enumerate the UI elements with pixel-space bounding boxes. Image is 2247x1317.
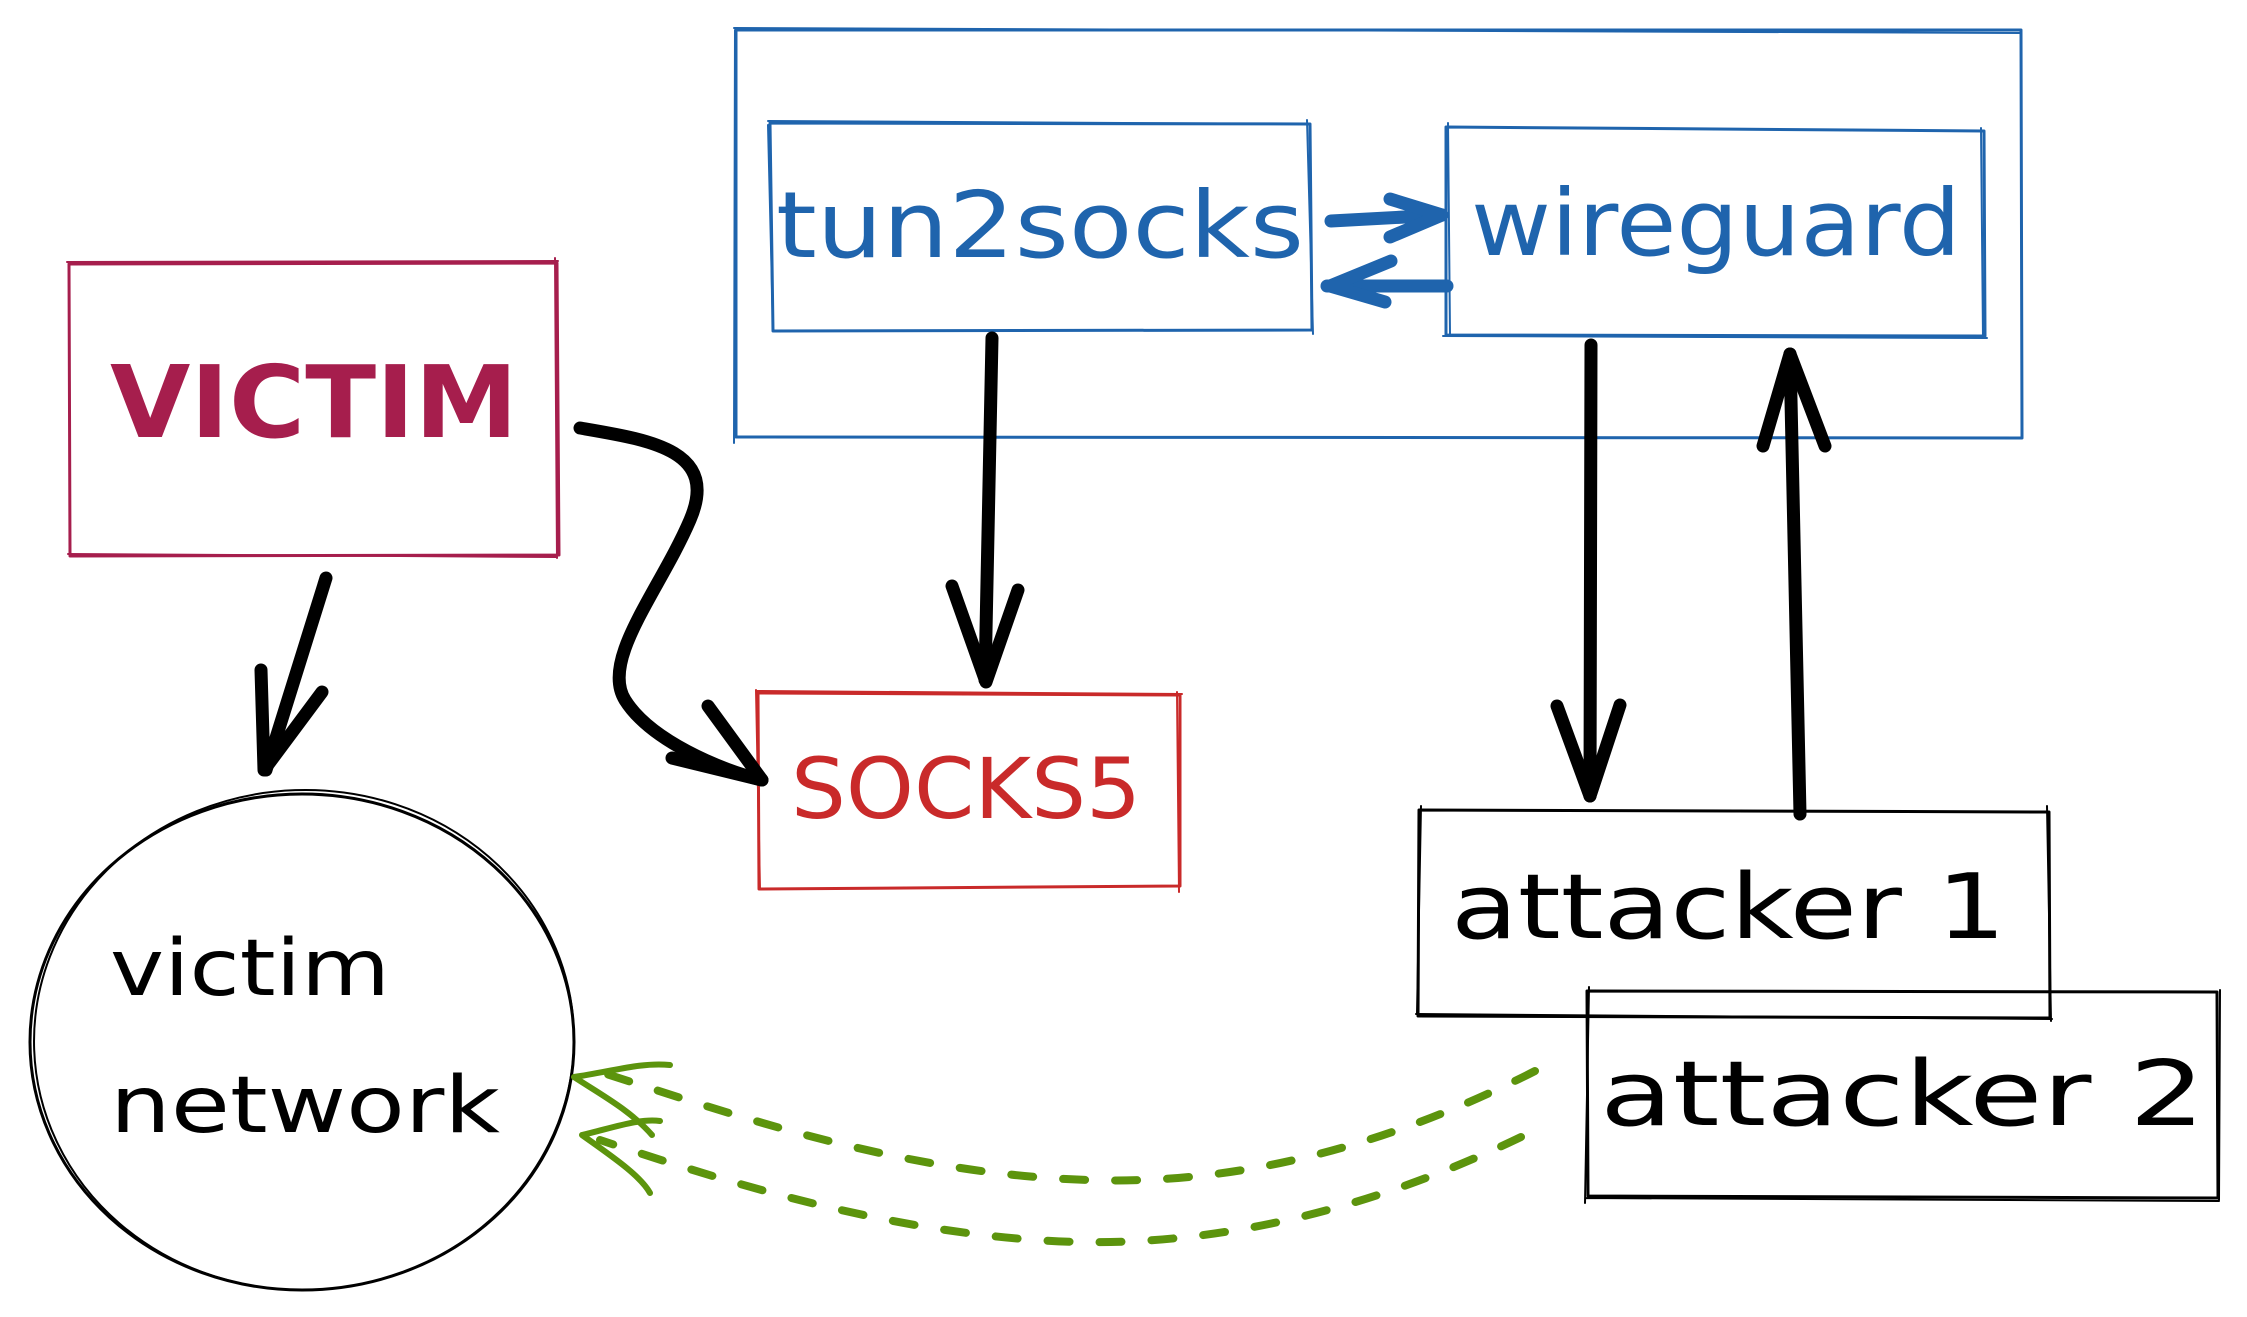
attacker1-label: attacker 1 [1451,855,2006,960]
tun2socks-label: tun2socks [776,172,1304,279]
arrow-attacker2-to-victim-network-2 [579,1117,1525,1247]
arrow-victim-to-victim-network [254,571,333,777]
socks5-label: SOCKS5 [791,740,1141,838]
arrow-attacker1-to-wireguard [1756,347,1832,821]
wireguard-node[interactable]: wireguard [1442,122,1988,339]
arrow-tun2socks-to-wireguard [1324,192,1449,244]
victim-network-label-line1: victim [110,924,390,1014]
arrow-wireguard-to-attacker1 [1550,338,1627,803]
victim-node[interactable]: VICTIM [66,257,561,559]
tun2socks-node[interactable]: tun2socks [767,119,1314,335]
arrow-attacker2-to-victim-network-1 [571,1061,1539,1185]
victim-label: VICTIM [110,344,518,461]
container-box [733,27,2024,444]
attacker1-node[interactable]: attacker 1 [1415,805,2053,1022]
arrow-wireguard-to-tun2socks [1320,254,1454,309]
victim-network-node[interactable]: victim network [25,781,582,1300]
victim-network-label-line2: network [110,1061,500,1151]
socks5-node[interactable]: SOCKS5 [755,689,1183,893]
arrow-victim-to-socks5 [573,421,769,787]
attacker2-node[interactable]: attacker 2 [1584,986,2221,1204]
wireguard-label: wireguard [1471,170,1961,277]
attacker2-label: attacker 2 [1600,1042,2205,1147]
arrow-tun2socks-to-socks5 [945,331,1025,689]
